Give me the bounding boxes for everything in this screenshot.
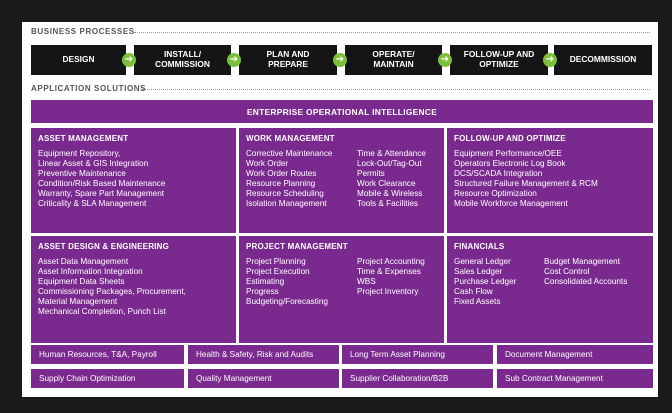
list-item: WBS bbox=[357, 277, 376, 287]
solution-bar: Supply Chain Optimization bbox=[31, 369, 184, 388]
list-item: Progress bbox=[246, 287, 279, 297]
list-item: Lock-Out/Tag-Out bbox=[357, 159, 422, 169]
list-item: Linear Asset & GIS Integration bbox=[38, 159, 149, 169]
cell-title: WORK MANAGEMENT bbox=[246, 134, 335, 143]
list-item: Consolidated Accounts bbox=[544, 277, 628, 287]
list-item: Project Inventory bbox=[357, 287, 419, 297]
solution-bar: Quality Management bbox=[188, 369, 339, 388]
process-step-install-commission: INSTALL/COMMISSION bbox=[134, 45, 231, 75]
list-item: Fixed Assets bbox=[454, 297, 501, 307]
list-item: Material Management bbox=[38, 297, 118, 307]
list-item: Project Accounting bbox=[357, 257, 425, 266]
list-item: Estimating bbox=[246, 277, 285, 287]
list-item: Isolation Management bbox=[246, 199, 327, 209]
list-item: Structured Failure Management & RCM bbox=[454, 179, 598, 189]
list-item: Cost Control bbox=[544, 267, 590, 277]
arrow-right-icon: ➔ bbox=[227, 53, 241, 67]
cell-title: FINANCIALS bbox=[454, 242, 505, 251]
list-item: Permits bbox=[357, 169, 385, 179]
list-item: Work Order bbox=[246, 159, 289, 169]
business-processes-title: BUSINESS PROCESSES bbox=[31, 27, 135, 36]
list-item: Resource Planning bbox=[246, 179, 316, 189]
list-item: Equipment Performance/OEE bbox=[454, 149, 562, 158]
list-item: Preventive Maintenance bbox=[38, 169, 126, 179]
list-item: Project Planning bbox=[246, 257, 306, 266]
list-item: Criticality & SLA Management bbox=[38, 199, 147, 209]
arrow-right-icon: ➔ bbox=[543, 53, 557, 67]
solution-bar: Document Management bbox=[497, 345, 653, 364]
diagram-canvas: BUSINESS PROCESSES DESIGN INSTALL/COMMISS… bbox=[22, 22, 658, 397]
solution-bar: Sub Contract Management bbox=[497, 369, 653, 388]
list-item: DCS/SCADA Integration bbox=[454, 169, 543, 179]
list-item: Budget Management bbox=[544, 257, 621, 266]
cell-title: FOLLOW-UP AND OPTIMIZE bbox=[454, 134, 566, 143]
process-step-decommission: DECOMMISSION bbox=[554, 45, 652, 75]
solution-bar: Health & Safety, Risk and Audits bbox=[188, 345, 339, 364]
cell-title: PROJECT MANAGEMENT bbox=[246, 242, 348, 251]
list-item: Corrective Maintenance bbox=[246, 149, 333, 158]
enterprise-operational-intelligence-banner: ENTERPRISE OPERATIONAL INTELLIGENCE bbox=[31, 100, 653, 123]
arrow-right-icon: ➔ bbox=[438, 53, 452, 67]
list-item: Mechanical Completion, Punch List bbox=[38, 307, 166, 317]
list-item: Resource Scheduling bbox=[246, 189, 324, 199]
list-item: Tools & Facilities bbox=[357, 199, 418, 209]
list-item: Work Clearance bbox=[357, 179, 416, 189]
solution-bar: Supplier Collaboration/B2B bbox=[342, 369, 493, 388]
arrow-right-icon: ➔ bbox=[333, 53, 347, 67]
list-item: Asset Data Management bbox=[38, 257, 129, 266]
solution-bar: Long Term Asset Planning bbox=[342, 345, 493, 364]
solution-bar: Human Resources, T&A, Payroll bbox=[31, 345, 184, 364]
cell-asset-management: ASSET MANAGEMENT Equipment Repository,Lin… bbox=[31, 128, 236, 233]
cell-asset-design-engineering: ASSET DESIGN & ENGINEERING Asset Data Man… bbox=[31, 236, 236, 343]
process-step-design: DESIGN bbox=[31, 45, 126, 75]
list-item: Warranty, Spare Part Management bbox=[38, 189, 165, 199]
list-item: Commissioning Packages, Procurement, bbox=[38, 287, 186, 297]
divider bbox=[134, 32, 650, 33]
list-item: Mobile Workforce Management bbox=[454, 199, 568, 209]
list-item: Time & Attendance bbox=[357, 149, 426, 158]
list-item: Time & Expenses bbox=[357, 267, 421, 277]
list-item: Resource Optimization bbox=[454, 189, 537, 199]
divider bbox=[142, 89, 650, 90]
arrow-right-icon: ➔ bbox=[122, 53, 136, 67]
list-item: Work Order Routes bbox=[246, 169, 317, 179]
list-item: Budgeting/Forecasting bbox=[246, 297, 328, 307]
cell-follow-up-and-optimize: FOLLOW-UP AND OPTIMIZE Equipment Performa… bbox=[447, 128, 653, 233]
list-item: Purchase Ledger bbox=[454, 277, 517, 287]
list-item: Cash Flow bbox=[454, 287, 493, 297]
cell-title: ASSET MANAGEMENT bbox=[38, 134, 129, 143]
list-item: Condition/Risk Based Maintenance bbox=[38, 179, 166, 189]
list-item: Sales Ledger bbox=[454, 267, 503, 277]
list-item: Operators Electronic Log Book bbox=[454, 159, 566, 169]
list-item: Equipment Repository, bbox=[38, 149, 121, 158]
application-solutions-title: APPLICATION SOLUTIONS bbox=[31, 84, 147, 93]
process-step-operate-maintain: OPERATE/MAINTAIN bbox=[345, 45, 442, 75]
list-item: Equipment Data Sheets bbox=[38, 277, 125, 287]
cell-title: ASSET DESIGN & ENGINEERING bbox=[38, 242, 169, 251]
list-item: General Ledger bbox=[454, 257, 511, 266]
list-item: Project Execution bbox=[246, 267, 310, 277]
list-item: Mobile & Wireless bbox=[357, 189, 423, 199]
list-item: Asset Information Integration bbox=[38, 267, 143, 277]
